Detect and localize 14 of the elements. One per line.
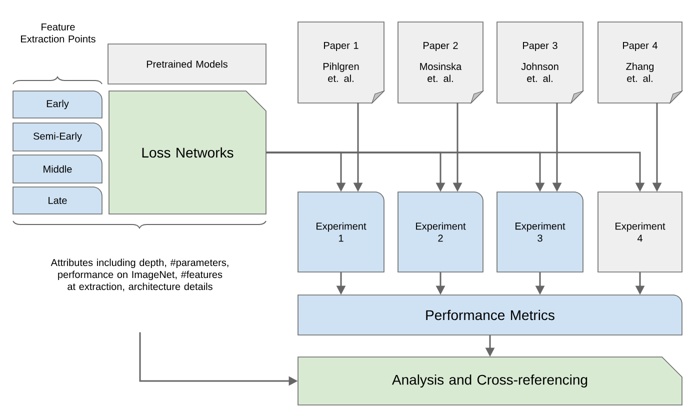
model-box: Pretrained Models — [108, 44, 266, 84]
brace-label: Feature Extraction Points — [21, 24, 96, 42]
stage-box: Middle — [12, 154, 102, 184]
network-box: Loss Networks — [108, 90, 266, 214]
stage-box: Semi-Early — [12, 122, 102, 152]
metrics-box: Performance Metrics — [298, 294, 682, 336]
experiment-box: Experiment 1 — [298, 192, 384, 272]
stage-box: Early — [12, 90, 102, 118]
experiment-box: Experiment 3 — [496, 192, 584, 272]
experiment-box: Experiment 4 — [598, 192, 682, 272]
stage-box: Late — [12, 186, 102, 214]
experiment-box: Experiment 2 — [398, 192, 484, 272]
attributes-text: Attributes including depth, #parameters, performance on ImageNet, #features at extraction, architecture details — [50, 258, 228, 292]
analysis-box: Analysis and Cross-referencing — [298, 356, 682, 406]
